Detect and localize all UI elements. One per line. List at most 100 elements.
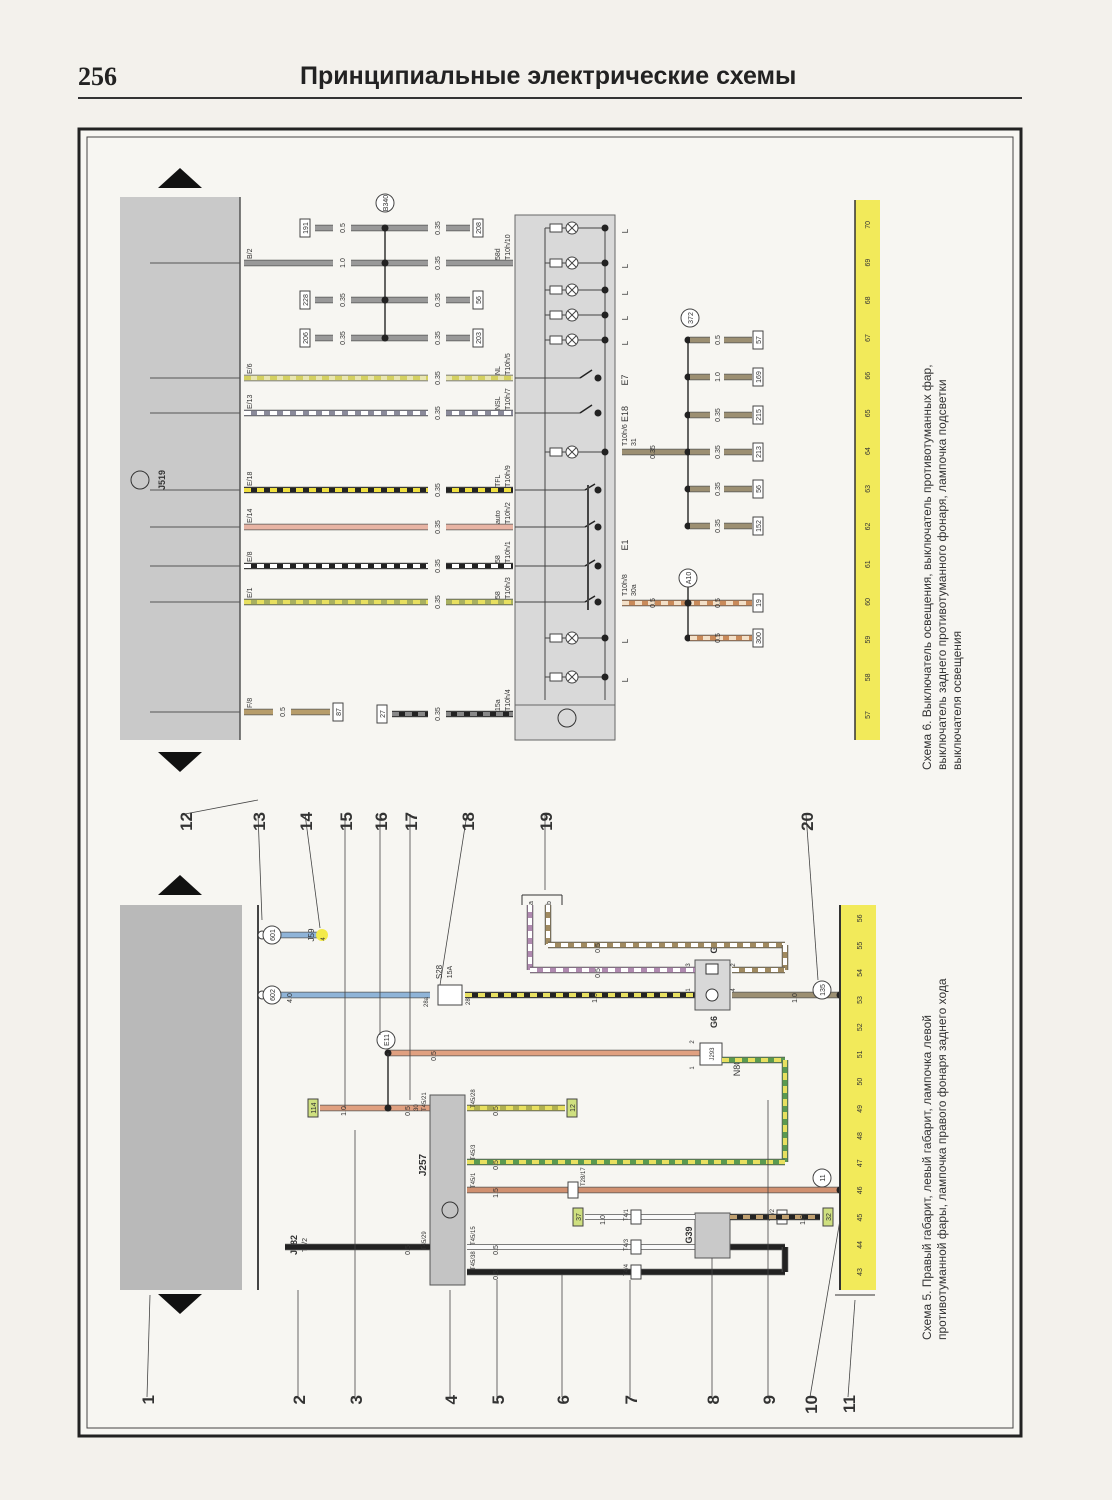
splice-dot — [684, 522, 692, 530]
pin-t10h8: T10h/8 — [622, 574, 629, 596]
wire-gauge: 0.35 — [435, 707, 442, 721]
callout-number-19: 19 — [537, 812, 556, 831]
terminal-label: 58d — [495, 248, 502, 260]
resistor-icon — [549, 633, 563, 643]
wire-from-box: 27 — [380, 710, 387, 718]
terminal-label: TFL — [495, 474, 502, 487]
wire-gauge: 0.5 — [715, 335, 722, 345]
pin: 2 — [690, 1040, 696, 1044]
resistor-icon — [549, 285, 563, 295]
wire-to-box-box — [472, 290, 484, 310]
splice-dot — [684, 411, 692, 419]
wire-from-label: E/6 — [247, 363, 254, 374]
ground-point-number: 65 — [865, 409, 872, 417]
ground-point-number: 54 — [857, 969, 864, 977]
relay-label: J519 — [157, 470, 167, 490]
ground-point-number: 55 — [857, 942, 864, 950]
callout-number-10: 10 — [802, 1395, 821, 1414]
splice-dot — [684, 373, 692, 381]
splice-dot — [381, 224, 389, 232]
ground-point-number: 56 — [857, 914, 864, 922]
callout-leader — [847, 1299, 856, 1398]
wire-gauge: 0.35 — [715, 482, 722, 496]
resistor-icon — [549, 258, 563, 268]
callout-number-7: 7 — [622, 1395, 641, 1404]
gauge-gap — [333, 294, 351, 306]
connector-t28 — [567, 1181, 579, 1199]
callout-leader — [184, 799, 259, 815]
feed-to-box-box — [752, 628, 764, 648]
ground-point-number: 58 — [865, 673, 872, 681]
pin-t45-28: T45/28 — [471, 1089, 477, 1108]
connector-pin: T10h/2 — [505, 502, 512, 524]
splice-135-circle — [812, 980, 832, 1000]
splice-b340-circle — [375, 193, 395, 213]
callout-number-4: 4 — [442, 1394, 461, 1404]
wire-gauge: 0.5 — [405, 1245, 412, 1255]
lamp-cross — [567, 633, 577, 643]
connector-pin: T10h/4 — [505, 689, 512, 711]
box-12: 12 — [570, 1104, 577, 1112]
splice-dot — [684, 599, 692, 607]
resistor-icon — [549, 447, 563, 457]
callout-number-13: 13 — [250, 812, 269, 831]
caption-schema6-line: Схема 6. Выключатель освещения, выключат… — [920, 364, 934, 770]
terminal-label: NL — [495, 366, 502, 375]
wire-from-label: E/18 — [247, 471, 254, 486]
switch-symbol-icon — [557, 708, 577, 728]
continuation-arrow-down-icon — [158, 752, 202, 772]
gauge-gap — [710, 520, 724, 532]
pin-t45-1: T45/1 — [471, 1172, 477, 1188]
wire-gauge: 0.5 — [493, 1160, 500, 1170]
connector-t41 — [630, 1209, 642, 1225]
ground-to-box: 56 — [756, 485, 763, 493]
relay-panel-schema5 — [120, 905, 242, 1290]
gauge-gap — [428, 407, 446, 419]
fuse-label: S28 — [435, 964, 444, 979]
ground-point-number: 68 — [865, 296, 872, 304]
ground-to-box-box — [752, 405, 764, 425]
wire-gauge: 0.5 — [340, 223, 347, 233]
callout-leader — [257, 813, 263, 921]
switch-e1-label: E1 — [620, 539, 630, 550]
gauge-gap — [273, 706, 291, 718]
splice-a10-circle — [678, 568, 698, 588]
wire-from-box-box — [299, 290, 311, 310]
terminal-label: 58 — [495, 591, 502, 599]
wire-from-label: E/8 — [247, 551, 254, 562]
terminal-30: 30 — [414, 1104, 420, 1111]
gauge-gap — [710, 483, 724, 495]
fuse-pin-in: 28a — [424, 996, 430, 1007]
wire-gauge: 1.0 — [592, 993, 599, 1003]
ground-point-number: 59 — [865, 636, 872, 644]
relay-symbol-icon — [130, 470, 150, 490]
switch-contact-icon — [584, 559, 596, 567]
connector-pin: T10h/1 — [505, 541, 512, 563]
connector-b: b — [546, 901, 553, 905]
sensor-g39 — [694, 1212, 731, 1259]
ground-point-number: 50 — [857, 1078, 864, 1086]
gauge-gap — [710, 409, 724, 421]
ground-to-box: 169 — [756, 371, 763, 383]
splice-11-circle — [812, 1168, 832, 1188]
ground-point-number: 70 — [865, 221, 872, 229]
ground-strip-schema5 — [840, 905, 876, 1290]
ground-to-box-box — [752, 442, 764, 462]
ground-point-number: 60 — [865, 598, 872, 606]
connector-pin: T10h/7 — [505, 388, 512, 410]
relay-box-n80 — [699, 1042, 723, 1066]
header-rule — [78, 97, 1022, 99]
caption-schema5-line: противотуманной фары, лампочка правого ф… — [935, 978, 949, 1340]
relay-box-label: J293 — [710, 1047, 716, 1061]
callout-number-9: 9 — [760, 1395, 779, 1404]
terminal-label: 15a — [495, 699, 502, 711]
gauge-gap — [710, 446, 724, 458]
resistor-icon — [549, 223, 563, 233]
feed-to-box-box — [752, 593, 764, 613]
feed-to-box: 19 — [756, 599, 763, 607]
splice-b340: B340 — [383, 195, 390, 211]
wire-gauge: 0.35 — [435, 221, 442, 235]
box-12-box — [566, 1098, 578, 1118]
splice-dot — [594, 523, 602, 531]
wire-gauge: 0.5 — [493, 1106, 500, 1116]
